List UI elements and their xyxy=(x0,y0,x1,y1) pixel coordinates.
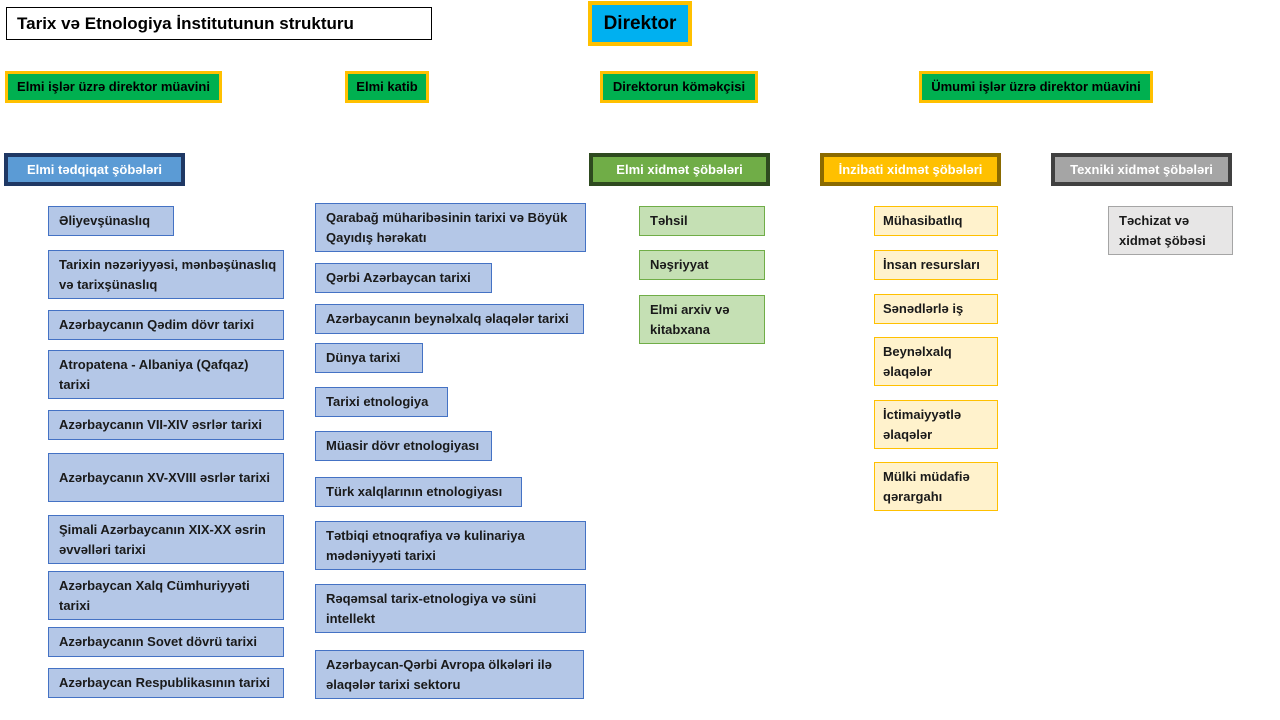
service-box: Təhsil xyxy=(639,206,765,236)
admin-box: İctimaiyyətlə əlaqələr xyxy=(874,400,998,449)
admin-box: İnsan resursları xyxy=(874,250,998,280)
dept-box: Şimali Azərbaycanın XIX-XX əsrin əvvəllə… xyxy=(48,515,284,564)
dept-box: Tətbiqi etnoqrafiya və kulinariya mədəni… xyxy=(315,521,586,570)
admin-box: Sənədlərlə iş xyxy=(874,294,998,324)
dept-box: Atropatena - Albaniya (Qafqaz) tarixi xyxy=(48,350,284,399)
dept-box: Müasir dövr etnologiyası xyxy=(315,431,492,461)
dept-box: Türk xalqlarının etnologiyası xyxy=(315,477,522,507)
admin-box: Beynəlxalq əlaqələr xyxy=(874,337,998,386)
director-box: Direktor xyxy=(588,1,692,46)
dept-box: Qərbi Azərbaycan tarixi xyxy=(315,263,492,293)
dept-box: Azərbaycanın Qədim dövr tarixi xyxy=(48,310,284,340)
dept-box: Azərbaycan Respublikasının tarixi xyxy=(48,668,284,698)
dept-box: Azərbaycan-Qərbi Avropa ölkələri ilə əla… xyxy=(315,650,584,699)
dept-box: Azərbaycanın XV-XVIII əsrlər tarixi xyxy=(48,453,284,502)
dept-box: Tarixin nəzəriyyəsi, mənbəşünaslıq və ta… xyxy=(48,250,284,299)
dept-box: Azərbaycanın VII-XIV əsrlər tarixi xyxy=(48,410,284,440)
dept-box: Dünya tarixi xyxy=(315,343,423,373)
dept-box: Azərbaycanın Sovet dövrü tarixi xyxy=(48,627,284,657)
dept-box: Azərbaycanın beynəlxalq əlaqələr tarixi xyxy=(315,304,584,334)
dept-box: Rəqəmsal tarix-etnologiya və süni intell… xyxy=(315,584,586,633)
tech-box: Təchizat və xidmət şöbəsi xyxy=(1108,206,1233,255)
deputy-general-affairs: Ümumi işlər üzrə direktor müavini xyxy=(919,71,1153,103)
dept-box: Azərbaycan Xalq Cümhuriyyəti tarixi xyxy=(48,571,284,620)
dept-box: Tarixi etnologiya xyxy=(315,387,448,417)
service-box: Nəşriyyat xyxy=(639,250,765,280)
service-box: Elmi arxiv və kitabxana xyxy=(639,295,765,344)
page-title: Tarix və Etnologiya İnstitutunun struktu… xyxy=(6,7,432,40)
admin-box: Mülki müdafiə qərargahı xyxy=(874,462,998,511)
header-scientific-service-departments: Elmi xidmət şöbələri xyxy=(589,153,770,186)
director-assistant: Direktorun köməkçisi xyxy=(600,71,758,103)
header-administrative-service-departments: İnzibati xidmət şöbələri xyxy=(820,153,1001,186)
header-technical-service-departments: Texniki xidmət şöbələri xyxy=(1051,153,1232,186)
admin-box: Mühasibatlıq xyxy=(874,206,998,236)
deputy-scientific-affairs: Elmi işlər üzrə direktor müavini xyxy=(5,71,222,103)
dept-box: Əliyevşünaslıq xyxy=(48,206,174,236)
dept-box: Qarabağ müharibəsinin tarixi və Böyük Qa… xyxy=(315,203,586,252)
header-research-departments: Elmi tədqiqat şöbələri xyxy=(4,153,185,186)
scientific-secretary: Elmi katib xyxy=(345,71,429,103)
